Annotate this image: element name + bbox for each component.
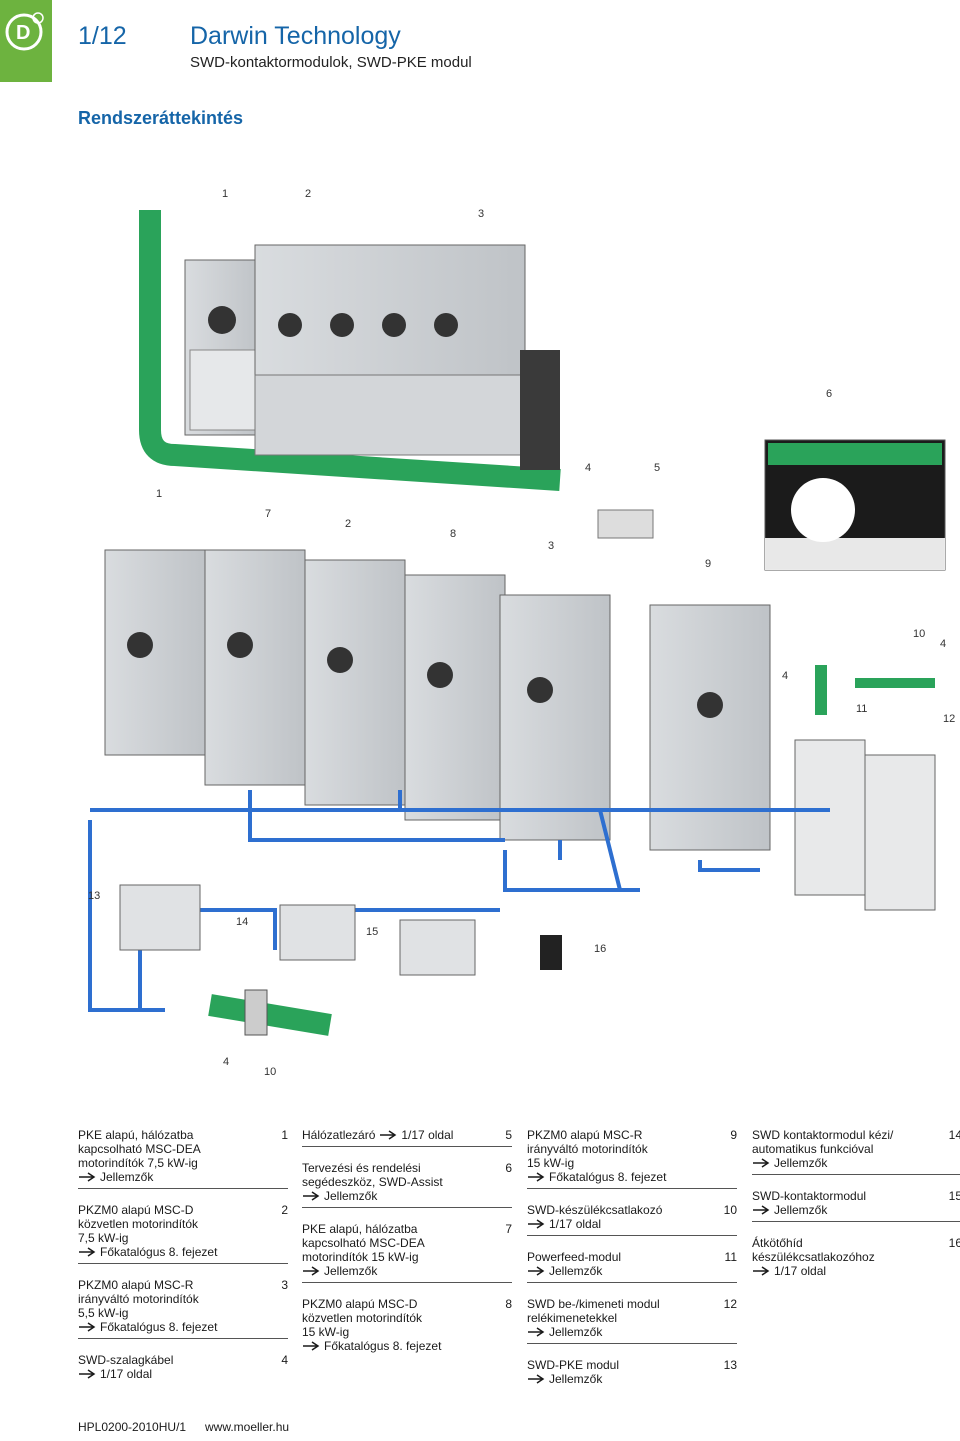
legend-link[interactable]: Jellemzők: [324, 1264, 378, 1278]
legend-link[interactable]: Jellemzők: [100, 1170, 154, 1184]
arrow-right-icon: [79, 1172, 96, 1182]
legend-link[interactable]: Jellemzők: [549, 1325, 603, 1339]
diagram-label: 3: [548, 540, 555, 552]
diagram-label: 8: [450, 528, 457, 540]
arrow-right-icon: [79, 1369, 96, 1379]
diagram-label: 16: [594, 943, 607, 955]
arrow-right-icon: [79, 1247, 96, 1257]
diagram-label: 4: [585, 462, 592, 474]
software-cd: [764, 439, 946, 571]
arrow-right-icon: [528, 1327, 545, 1337]
diagram-label: 15: [366, 926, 379, 938]
diagram-label: 4: [940, 638, 947, 650]
page-number: 1/12: [78, 22, 127, 50]
diagram-label: 4: [223, 1056, 230, 1068]
diagram-label: 12: [943, 713, 956, 725]
page-subtitle: SWD-kontaktormodulok, SWD-PKE modul: [190, 54, 472, 71]
system-diagram: 1 2 3 6 4 5 1 7 2 8 3 9 10 4 4 11 12 13 …: [0, 150, 960, 1090]
lower-device-row: [104, 549, 771, 851]
legend-link[interactable]: Jellemzők: [549, 1372, 603, 1386]
footer-code: HPL0200-2010HU/1: [78, 1420, 187, 1434]
legend-link[interactable]: Jellemzők: [774, 1156, 828, 1170]
arrow-right-icon: [528, 1172, 545, 1182]
diagram-label: 10: [913, 628, 926, 640]
diagram-label: 1: [222, 188, 229, 200]
system-illustration: [88, 210, 946, 1036]
legend-link[interactable]: Jellemzők: [774, 1203, 828, 1217]
diagram-label: 5: [654, 462, 661, 474]
logo: D: [0, 0, 52, 82]
legend-link[interactable]: 1/17 oldal: [549, 1217, 602, 1231]
legend-link[interactable]: 1/17 oldal: [401, 1128, 454, 1142]
diagram-label: 13: [88, 890, 101, 902]
diagram-label: 9: [705, 558, 712, 570]
section-title: Rendszeráttekintés: [78, 108, 244, 128]
legend-link[interactable]: Jellemzők: [324, 1189, 378, 1203]
arrow-right-icon: [528, 1219, 545, 1229]
arrow-right-icon: [528, 1266, 545, 1276]
darwin-logo-icon: D: [5, 12, 44, 51]
diagram-label: 6: [826, 388, 833, 400]
legend-link[interactable]: 1/17 oldal: [100, 1367, 153, 1381]
arrow-right-icon: [753, 1266, 770, 1276]
legend-link[interactable]: Főkatalógus 8. fejezet: [549, 1170, 667, 1184]
brand-title: Darwin Technology: [190, 22, 401, 50]
arrow-right-icon: [528, 1374, 545, 1384]
legend-link[interactable]: Főkatalógus 8. fejezet: [324, 1339, 442, 1353]
legend-link[interactable]: Főkatalógus 8. fejezet: [100, 1320, 218, 1334]
arrow-right-icon: [79, 1322, 96, 1332]
arrow-right-icon: [303, 1341, 320, 1351]
diagram-label: 2: [345, 518, 352, 530]
arrow-right-icon: [303, 1191, 320, 1201]
arrow-right-icon: [753, 1205, 770, 1215]
arrow-right-icon: [380, 1130, 397, 1140]
diagram-label: 2: [305, 188, 312, 200]
svg-text:D: D: [16, 22, 30, 44]
diagram-label: 3: [478, 208, 485, 220]
arrow-right-icon: [303, 1266, 320, 1276]
diagram-label: 4: [782, 670, 789, 682]
footer-url[interactable]: www.moeller.hu: [205, 1420, 290, 1434]
diagram-label: 11: [856, 703, 868, 715]
legend-link[interactable]: 1/17 oldal: [774, 1264, 827, 1278]
legend-link[interactable]: Főkatalógus 8. fejezet: [100, 1245, 218, 1259]
diagram-label: 10: [264, 1066, 277, 1078]
diagram-label: 1: [156, 488, 163, 500]
arrow-right-icon: [753, 1158, 770, 1168]
diagram-label: 7: [265, 508, 272, 520]
upper-device-row: [184, 244, 560, 470]
diagram-label: 14: [236, 916, 249, 928]
legend-link[interactable]: Jellemzők: [549, 1264, 603, 1278]
